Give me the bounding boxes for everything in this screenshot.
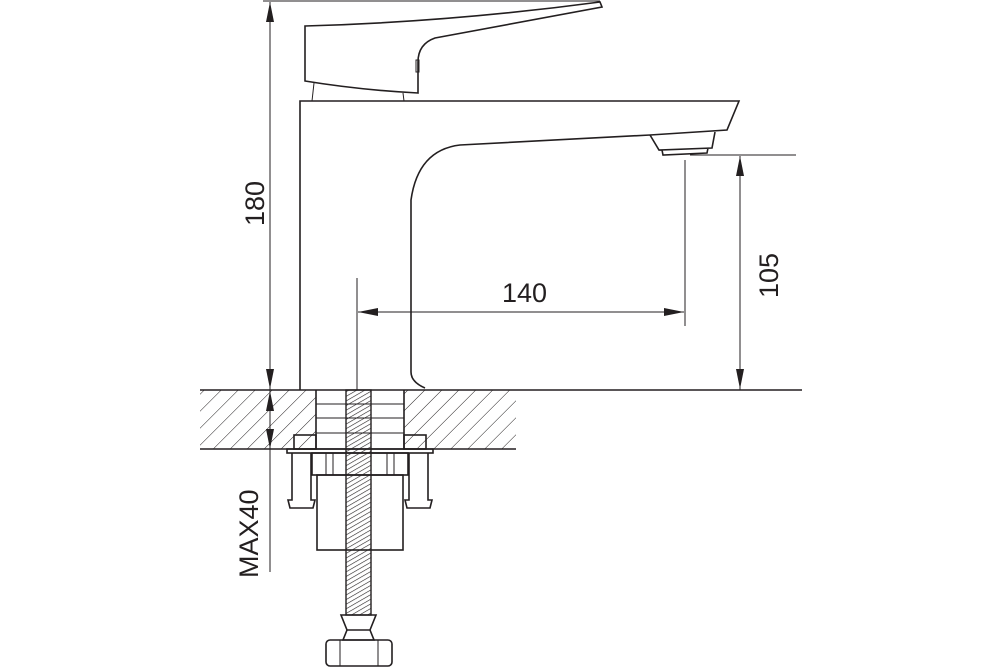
dimension-max40 (266, 390, 274, 572)
dimension-label-180: 180 (240, 181, 270, 226)
dimension-140 (356, 160, 686, 390)
countertop (200, 389, 802, 450)
dimension-180 (263, 0, 600, 390)
dimension-label-max40: MAX40 (234, 489, 264, 578)
dimension-label-105: 105 (754, 253, 784, 298)
faucet-body (299, 100, 741, 390)
mounting-shank (286, 389, 434, 667)
dimension-105 (690, 154, 796, 390)
dimension-label-140: 140 (502, 278, 547, 308)
lever-handle (304, 1, 604, 94)
aerator (649, 131, 716, 156)
